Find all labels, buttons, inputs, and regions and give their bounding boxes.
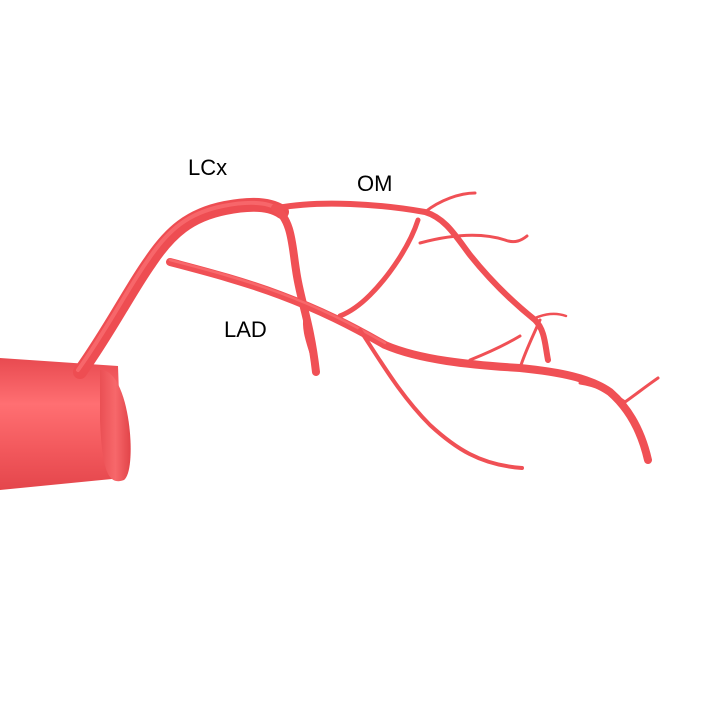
label-lcx: LCx <box>188 155 228 180</box>
lcx-branch <box>271 204 320 376</box>
lad-branch <box>166 258 660 470</box>
label-om: OM <box>357 171 393 196</box>
om-branch <box>275 191 568 363</box>
aorta-segment <box>0 358 131 490</box>
left-main-trunk <box>73 197 289 379</box>
label-lad: LAD <box>224 317 267 342</box>
